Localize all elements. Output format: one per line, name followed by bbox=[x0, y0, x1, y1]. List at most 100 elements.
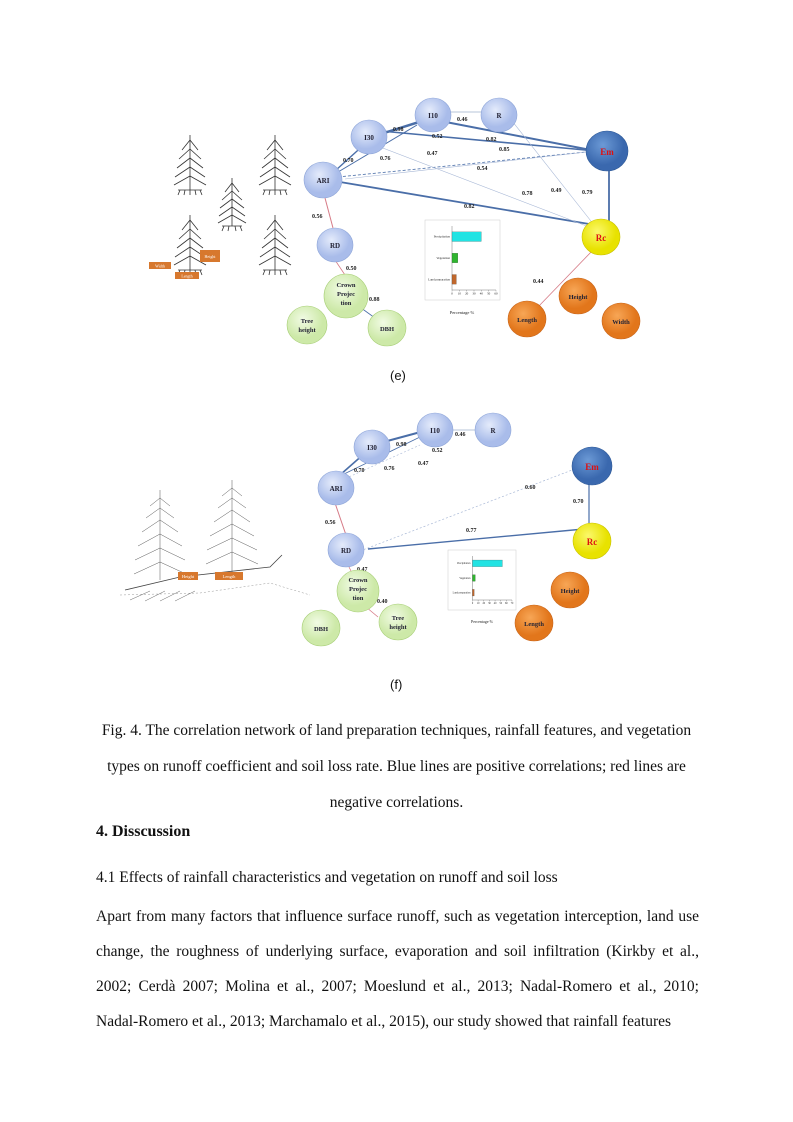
edge-label: 0.56 bbox=[325, 520, 336, 526]
edge-label: 0.70 bbox=[343, 158, 354, 164]
x-tick-label: 60 bbox=[494, 292, 498, 296]
node-i30 bbox=[353, 429, 391, 465]
edge-labels-f: 0.98 0.46 0.52 0.70 0.76 0.47 0.60 0.70 … bbox=[325, 432, 584, 605]
bar-chart-f-xlabel: Percentage % bbox=[471, 619, 494, 624]
node-height-label: Height bbox=[561, 588, 581, 595]
node-em bbox=[585, 130, 629, 172]
node-length-label: Length bbox=[524, 621, 544, 628]
inset-label-length-f: Length bbox=[223, 574, 236, 579]
edge-label: 0.47 bbox=[357, 567, 368, 573]
category-label: Vegetation bbox=[459, 577, 471, 580]
category-label: Land preparation bbox=[453, 592, 471, 595]
edge-rc-length bbox=[536, 249, 594, 309]
node-rc-label: Rc bbox=[596, 233, 607, 243]
node-r-label: R bbox=[490, 427, 496, 435]
node-crown-label-1: Crown bbox=[336, 282, 355, 289]
nodes-e: ARI I30 I10 R Em Rc RD Crown Projec tion… bbox=[286, 97, 641, 347]
edge-rd-em bbox=[359, 466, 581, 552]
x-tick-label: 20 bbox=[482, 602, 485, 605]
node-crown-label-1: Crown bbox=[348, 577, 367, 584]
node-height-label: Height bbox=[569, 294, 589, 301]
edge-label: 0.49 bbox=[551, 188, 562, 194]
bar-land-preparation bbox=[451, 274, 457, 285]
node-i10-label: I10 bbox=[428, 112, 438, 120]
edge-ari-rd bbox=[334, 502, 347, 536]
node-em-label: Em bbox=[600, 147, 614, 157]
network-diagram-f: Height Length 0.98 0.46 0.52 0.70 0.76 0… bbox=[119, 412, 613, 647]
edge-label: 0.56 bbox=[312, 214, 323, 220]
edge-label: 0.98 bbox=[393, 127, 404, 133]
node-width-label: Width bbox=[612, 319, 630, 326]
node-crown-projection bbox=[336, 569, 380, 613]
node-width bbox=[601, 302, 641, 340]
figure-caption: Fig. 4. The correlation network of land … bbox=[101, 722, 692, 811]
node-ari bbox=[303, 161, 343, 199]
node-dbh-label: DBH bbox=[380, 326, 394, 333]
category-label: Precipitation bbox=[457, 562, 471, 565]
node-i30 bbox=[350, 119, 388, 155]
node-rc-label: Rc bbox=[587, 537, 598, 547]
node-tree-height-label-1: Tree bbox=[392, 615, 405, 622]
inset-label-length-e: Length bbox=[181, 274, 192, 279]
x-tick-label: 10 bbox=[477, 602, 480, 605]
x-tick-label: 30 bbox=[488, 602, 491, 605]
node-rc bbox=[572, 522, 612, 560]
node-height bbox=[550, 571, 590, 609]
edge-label: 0.46 bbox=[457, 117, 468, 123]
edge-i30-rc bbox=[366, 141, 598, 231]
panel-label-e: (e) bbox=[390, 368, 406, 383]
node-rc bbox=[581, 218, 621, 256]
node-i10-label: I10 bbox=[430, 427, 440, 435]
bar-land-preparation bbox=[472, 589, 475, 597]
bar-vegetation bbox=[472, 574, 476, 582]
node-i10 bbox=[414, 97, 452, 133]
nodes-f: ARI I30 I10 R Em Rc RD Crown Projec tion… bbox=[301, 412, 613, 647]
bar-precipitation bbox=[451, 231, 482, 242]
x-tick-label: 50 bbox=[487, 292, 491, 296]
category-label: Land preparation bbox=[428, 277, 450, 281]
edge-i30-em bbox=[380, 130, 597, 152]
inset-dimension-labels-e: Width Height Length bbox=[149, 250, 220, 279]
edge-label: 0.77 bbox=[466, 528, 477, 534]
edge-label: 0.79 bbox=[582, 190, 593, 196]
node-rd-label: RD bbox=[330, 242, 340, 250]
edge-label: 0.82 bbox=[464, 204, 475, 210]
x-tick-label: 50 bbox=[499, 602, 502, 605]
category-label: Vegetation bbox=[436, 256, 450, 260]
edge-r-rc bbox=[504, 111, 599, 231]
node-tree-height-label-1: Tree bbox=[301, 318, 314, 325]
node-tree-height-label-2: height bbox=[298, 327, 316, 334]
edge-label: 0.54 bbox=[477, 166, 488, 172]
x-tick-label: 0 bbox=[451, 292, 453, 296]
node-crown-projection bbox=[323, 273, 369, 319]
tree-drawings-e bbox=[173, 135, 292, 276]
node-r-label: R bbox=[496, 112, 502, 120]
subsection-heading: 4.1 Effects of rainfall characteristics … bbox=[96, 869, 558, 886]
node-ari-label: ARI bbox=[330, 485, 343, 493]
tree-sketch-f bbox=[119, 480, 311, 602]
node-crown-label-2: Projec bbox=[349, 586, 367, 593]
node-dbh-label: DBH bbox=[314, 626, 328, 633]
node-i30-label: I30 bbox=[367, 444, 377, 452]
x-tick-label: 70 bbox=[511, 602, 514, 605]
node-length bbox=[514, 604, 554, 642]
node-em-label: Em bbox=[585, 462, 599, 472]
node-length bbox=[507, 300, 547, 338]
node-r bbox=[480, 97, 518, 133]
node-height bbox=[558, 277, 598, 315]
node-tree-height bbox=[378, 603, 418, 641]
category-label: Precipitation bbox=[434, 235, 451, 239]
edge-label: 0.85 bbox=[499, 147, 510, 153]
edge-label: 0.76 bbox=[380, 156, 391, 162]
edge-label: 0.88 bbox=[369, 297, 380, 303]
edge-label: 0.47 bbox=[418, 461, 429, 467]
edge-label: 0.98 bbox=[396, 442, 407, 448]
edge-labels-e: 0.98 0.46 0.52 0.82 0.85 0.70 0.76 0.47 … bbox=[312, 117, 593, 303]
edge-label: 0.52 bbox=[432, 134, 443, 140]
node-i10 bbox=[416, 412, 454, 448]
x-tick-label: 10 bbox=[458, 292, 462, 296]
